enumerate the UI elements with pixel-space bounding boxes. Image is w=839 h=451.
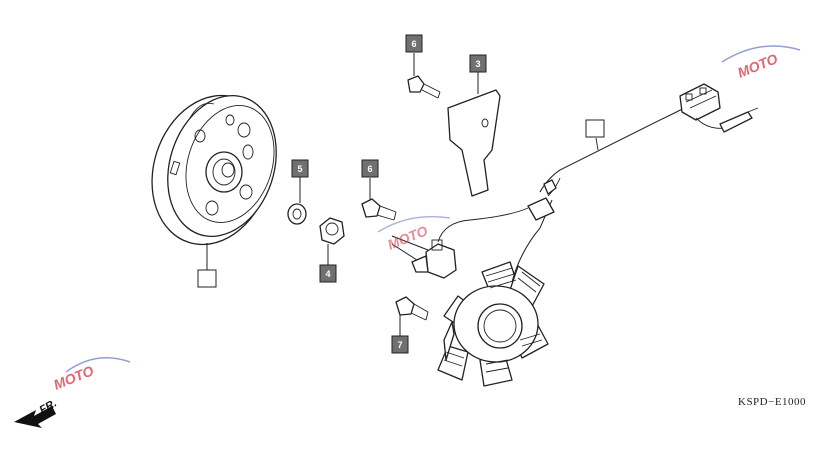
svg-text:5: 5 [297,164,302,174]
diagram-code: KSPD−E1000 [738,396,807,408]
stator-coil [437,261,549,387]
callout-3: 3 [469,54,487,73]
svg-text:4: 4 [325,269,330,279]
bolt-top [407,75,441,99]
callout-6-mid: 6 [361,159,379,178]
svg-text:6: 6 [411,39,416,49]
washer [287,203,307,225]
svg-text:MOTO: MOTO [735,50,780,81]
pulser-coil [411,239,457,279]
flange-nut [319,217,345,245]
bolt-middle [361,198,397,221]
svg-text:3: 3 [475,59,480,69]
callout-4: 4 [319,264,337,283]
callout-2 [585,119,605,138]
callout-7: 7 [391,335,409,354]
callout-1 [197,269,217,288]
callout-5: 5 [291,159,309,178]
front-direction-arrow: FR. [14,397,59,428]
svg-text:6: 6 [367,164,372,174]
svg-text:7: 7 [397,340,402,350]
wire-harness [511,97,701,283]
bolt-stator [395,296,429,321]
watermark-top-right: MOTO [721,45,801,81]
flywheel-rotor [151,94,277,246]
watermark-bottom-left: MOTO [51,357,131,393]
callout-6-top: 6 [405,34,423,53]
wire-connector [679,83,759,133]
pulser-bracket [447,89,501,197]
